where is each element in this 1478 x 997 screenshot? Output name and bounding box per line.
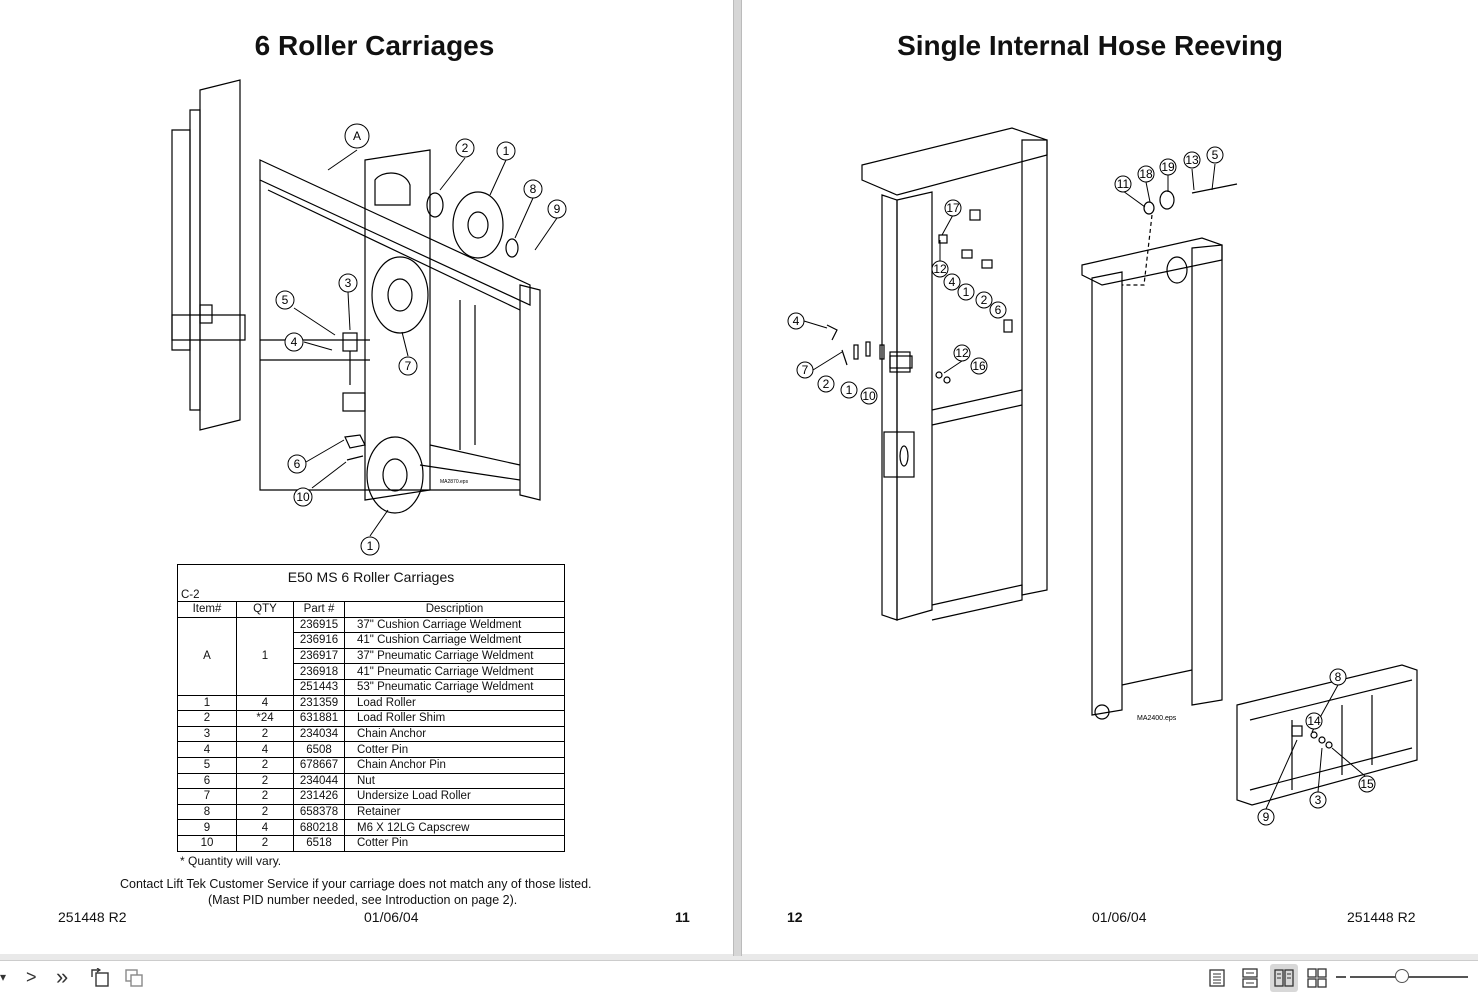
footer-doc-number: 251448 R2 [58,909,127,925]
svg-text:1: 1 [503,144,510,158]
quantity-note: * Quantity will vary. [180,854,282,868]
zoom-out-icon[interactable] [1336,976,1346,978]
svg-text:2: 2 [462,141,469,155]
page-12: Single Internal Hose Reeving [742,0,1478,954]
footer-doc-number: 251448 R2 [1347,909,1416,925]
two-page-continuous-icon[interactable] [1307,968,1327,988]
svg-text:10: 10 [862,389,876,403]
svg-text:1: 1 [846,383,853,397]
table-row: A 1 236915 37" Cushion Carriage Weldment [177,616,565,696]
dropdown-arrow-icon[interactable]: ▾ [0,970,7,984]
table-code: C-2 [177,589,565,602]
rotate-page-icon[interactable] [90,968,110,988]
cell-part: 236915 [293,616,345,634]
footer-date: 01/06/04 [1092,909,1147,925]
cell-desc: 37" Cushion Carriage Weldment [344,616,565,634]
svg-text:14: 14 [1307,714,1321,728]
footer-page-number: 11 [675,909,690,925]
svg-text:6: 6 [294,457,301,471]
parts-table: E50 MS 6 Roller Carriages C-2 Item# QTY … [177,564,565,852]
copy-page-icon[interactable] [124,968,144,988]
svg-text:7: 7 [405,359,412,373]
svg-text:8: 8 [530,182,537,196]
two-page-view-icon[interactable] [1274,968,1294,988]
diagram-file-label: MA2400.eps [1137,715,1177,722]
svg-text:2: 2 [981,293,988,307]
svg-text:19: 19 [1161,160,1175,174]
last-page-button[interactable]: » [56,964,69,989]
svg-text:11: 11 [1117,177,1130,191]
svg-text:9: 9 [1263,810,1270,824]
header-part: Part # [293,601,345,618]
svg-text:6: 6 [995,303,1002,317]
svg-text:7: 7 [802,363,809,377]
svg-text:3: 3 [1315,793,1322,807]
svg-text:18: 18 [1139,167,1153,181]
footer-page-number: 12 [787,909,803,925]
svg-text:8: 8 [1335,670,1342,684]
svg-text:1: 1 [963,285,970,299]
svg-text:10: 10 [296,490,310,504]
header-description: Description [344,601,565,618]
svg-text:12: 12 [955,346,969,360]
continuous-view-icon[interactable] [1240,968,1260,988]
svg-text:2: 2 [823,377,830,391]
page-title: 6 Roller Carriages [254,30,495,61]
callout-circle [344,123,370,149]
page-11: 6 Roller Carriages [0,0,733,954]
svg-text:5: 5 [1212,148,1219,162]
svg-text:16: 16 [972,359,986,373]
page-title: Single Internal Hose Reeving [897,30,1283,61]
svg-text:3: 3 [345,276,352,290]
hose-reeving-diagram: 5 13 19 18 11 17 12 4 1 2 6 4 7 [787,127,1418,826]
viewer-toolbar: ▾ > » [0,960,1478,997]
cell-qty: 1 [236,616,294,696]
svg-text:17: 17 [946,201,960,215]
page-divider [733,0,742,956]
header-item: Item# [177,601,237,618]
single-page-view-icon[interactable] [1207,968,1227,988]
callout-label: A [353,129,361,143]
roller-carriage-diagram: A 2 1 8 9 5 3 4 7 6 10 [171,79,567,556]
document-viewer: 6 Roller Carriages [0,0,1478,960]
diagram-file-label: MA2870.eps [440,479,469,485]
svg-text:15: 15 [1360,777,1374,791]
svg-text:12: 12 [933,262,947,276]
cell-item: A [177,616,237,696]
header-qty: QTY [236,601,294,618]
contact-line-2: (Mast PID number needed, see Introductio… [208,893,518,907]
zoom-slider-handle[interactable] [1395,969,1409,983]
svg-text:4: 4 [949,275,956,289]
table-caption: E50 MS 6 Roller Carriages [177,564,565,589]
next-page-button[interactable]: > [26,967,37,987]
svg-text:9: 9 [554,202,561,216]
svg-text:5: 5 [282,293,289,307]
svg-text:4: 4 [291,335,298,349]
svg-text:1: 1 [367,539,374,553]
contact-line-1: Contact Lift Tek Customer Service if you… [120,877,592,891]
svg-text:13: 13 [1185,153,1199,167]
svg-text:4: 4 [793,314,800,328]
footer-date: 01/06/04 [364,909,419,925]
zoom-slider-track[interactable] [1350,976,1468,978]
table-header-row: Item# QTY Part # Description [177,601,565,618]
